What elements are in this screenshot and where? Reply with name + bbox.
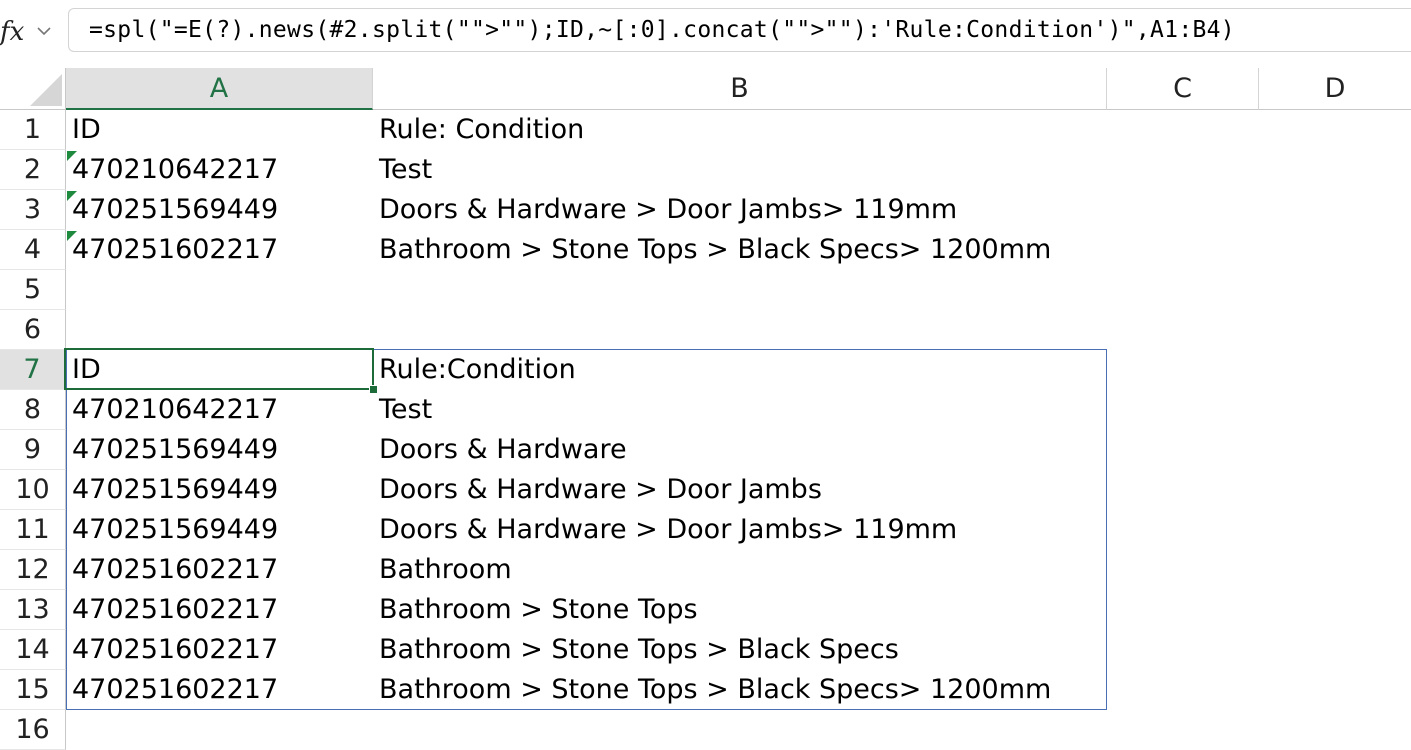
row-header-2[interactable]: 2 <box>0 150 66 190</box>
formula-bar: fx =spl("=E(?).news(#2.split("">"");ID,~… <box>0 0 1411 62</box>
row-header-9[interactable]: 9 <box>0 430 66 470</box>
row-header-14[interactable]: 14 <box>0 630 66 670</box>
cell-a7[interactable]: ID <box>72 354 101 385</box>
cell-b1[interactable]: Rule: Condition <box>379 114 585 145</box>
text-number-indicator <box>67 231 77 241</box>
cell-a3[interactable]: 470251569449 <box>72 194 279 225</box>
formula-input[interactable]: =spl("=E(?).news(#2.split("">"");ID,~[:0… <box>68 8 1411 52</box>
cell-b14[interactable]: Bathroom > Stone Tops > Black Specs <box>379 634 899 665</box>
text-number-indicator <box>67 151 77 161</box>
row-header-7[interactable]: 7 <box>0 350 66 390</box>
cell-b4[interactable]: Bathroom > Stone Tops > Black Specs> 120… <box>379 234 1052 265</box>
row-header-8[interactable]: 8 <box>0 390 66 430</box>
cell-a10[interactable]: 470251569449 <box>72 474 279 505</box>
column-header-c[interactable]: C <box>1107 68 1259 110</box>
cell-a8[interactable]: 470210642217 <box>72 394 279 425</box>
row-header-1[interactable]: 1 <box>0 110 66 150</box>
cell-b13[interactable]: Bathroom > Stone Tops <box>379 594 698 625</box>
row-header-12[interactable]: 12 <box>0 550 66 590</box>
select-all-button[interactable] <box>0 68 66 110</box>
row-header-5[interactable]: 5 <box>0 270 66 310</box>
row-header-3[interactable]: 3 <box>0 190 66 230</box>
cell-a4[interactable]: 470251602217 <box>72 234 279 265</box>
row-header-15[interactable]: 15 <box>0 670 66 710</box>
cell-a9[interactable]: 470251569449 <box>72 434 279 465</box>
cell-b3[interactable]: Doors & Hardware > Door Jambs> 119mm <box>379 194 958 225</box>
cell-b15[interactable]: Bathroom > Stone Tops > Black Specs> 120… <box>379 674 1052 705</box>
chevron-down-icon[interactable] <box>32 14 56 50</box>
function-icon[interactable]: fx <box>0 17 25 47</box>
row-header-13[interactable]: 13 <box>0 590 66 630</box>
spreadsheet-grid: A B C D 1 2 3 4 5 6 7 8 9 10 11 12 13 14… <box>0 68 1411 750</box>
cell-b12[interactable]: Bathroom <box>379 554 512 585</box>
cell-a12[interactable]: 470251602217 <box>72 554 279 585</box>
spill-range-border <box>66 349 1107 710</box>
cell-a2[interactable]: 470210642217 <box>72 154 279 185</box>
row-header-10[interactable]: 10 <box>0 470 66 510</box>
row-header-6[interactable]: 6 <box>0 310 66 350</box>
cell-b9[interactable]: Doors & Hardware <box>379 434 627 465</box>
row-header-4[interactable]: 4 <box>0 230 66 270</box>
formula-text: =spl("=E(?).news(#2.split("">"");ID,~[:0… <box>89 17 1235 43</box>
column-header-b[interactable]: B <box>373 68 1107 110</box>
cell-a1[interactable]: ID <box>72 114 101 145</box>
cell-a13[interactable]: 470251602217 <box>72 594 279 625</box>
fill-handle[interactable] <box>369 385 378 394</box>
text-number-indicator <box>67 191 77 201</box>
cell-b2[interactable]: Test <box>379 154 433 185</box>
cell-a11[interactable]: 470251569449 <box>72 514 279 545</box>
select-all-triangle-icon <box>30 74 62 106</box>
row-header-11[interactable]: 11 <box>0 510 66 550</box>
cell-b11[interactable]: Doors & Hardware > Door Jambs> 119mm <box>379 514 958 545</box>
column-header-d[interactable]: D <box>1259 68 1411 110</box>
cell-b10[interactable]: Doors & Hardware > Door Jambs <box>379 474 822 505</box>
active-cell-selection[interactable] <box>64 348 374 390</box>
cell-b7[interactable]: Rule:Condition <box>379 354 576 385</box>
row-header-16[interactable]: 16 <box>0 710 66 750</box>
cell-b8[interactable]: Test <box>379 394 433 425</box>
cell-a15[interactable]: 470251602217 <box>72 674 279 705</box>
cell-a14[interactable]: 470251602217 <box>72 634 279 665</box>
column-header-a[interactable]: A <box>66 68 373 110</box>
